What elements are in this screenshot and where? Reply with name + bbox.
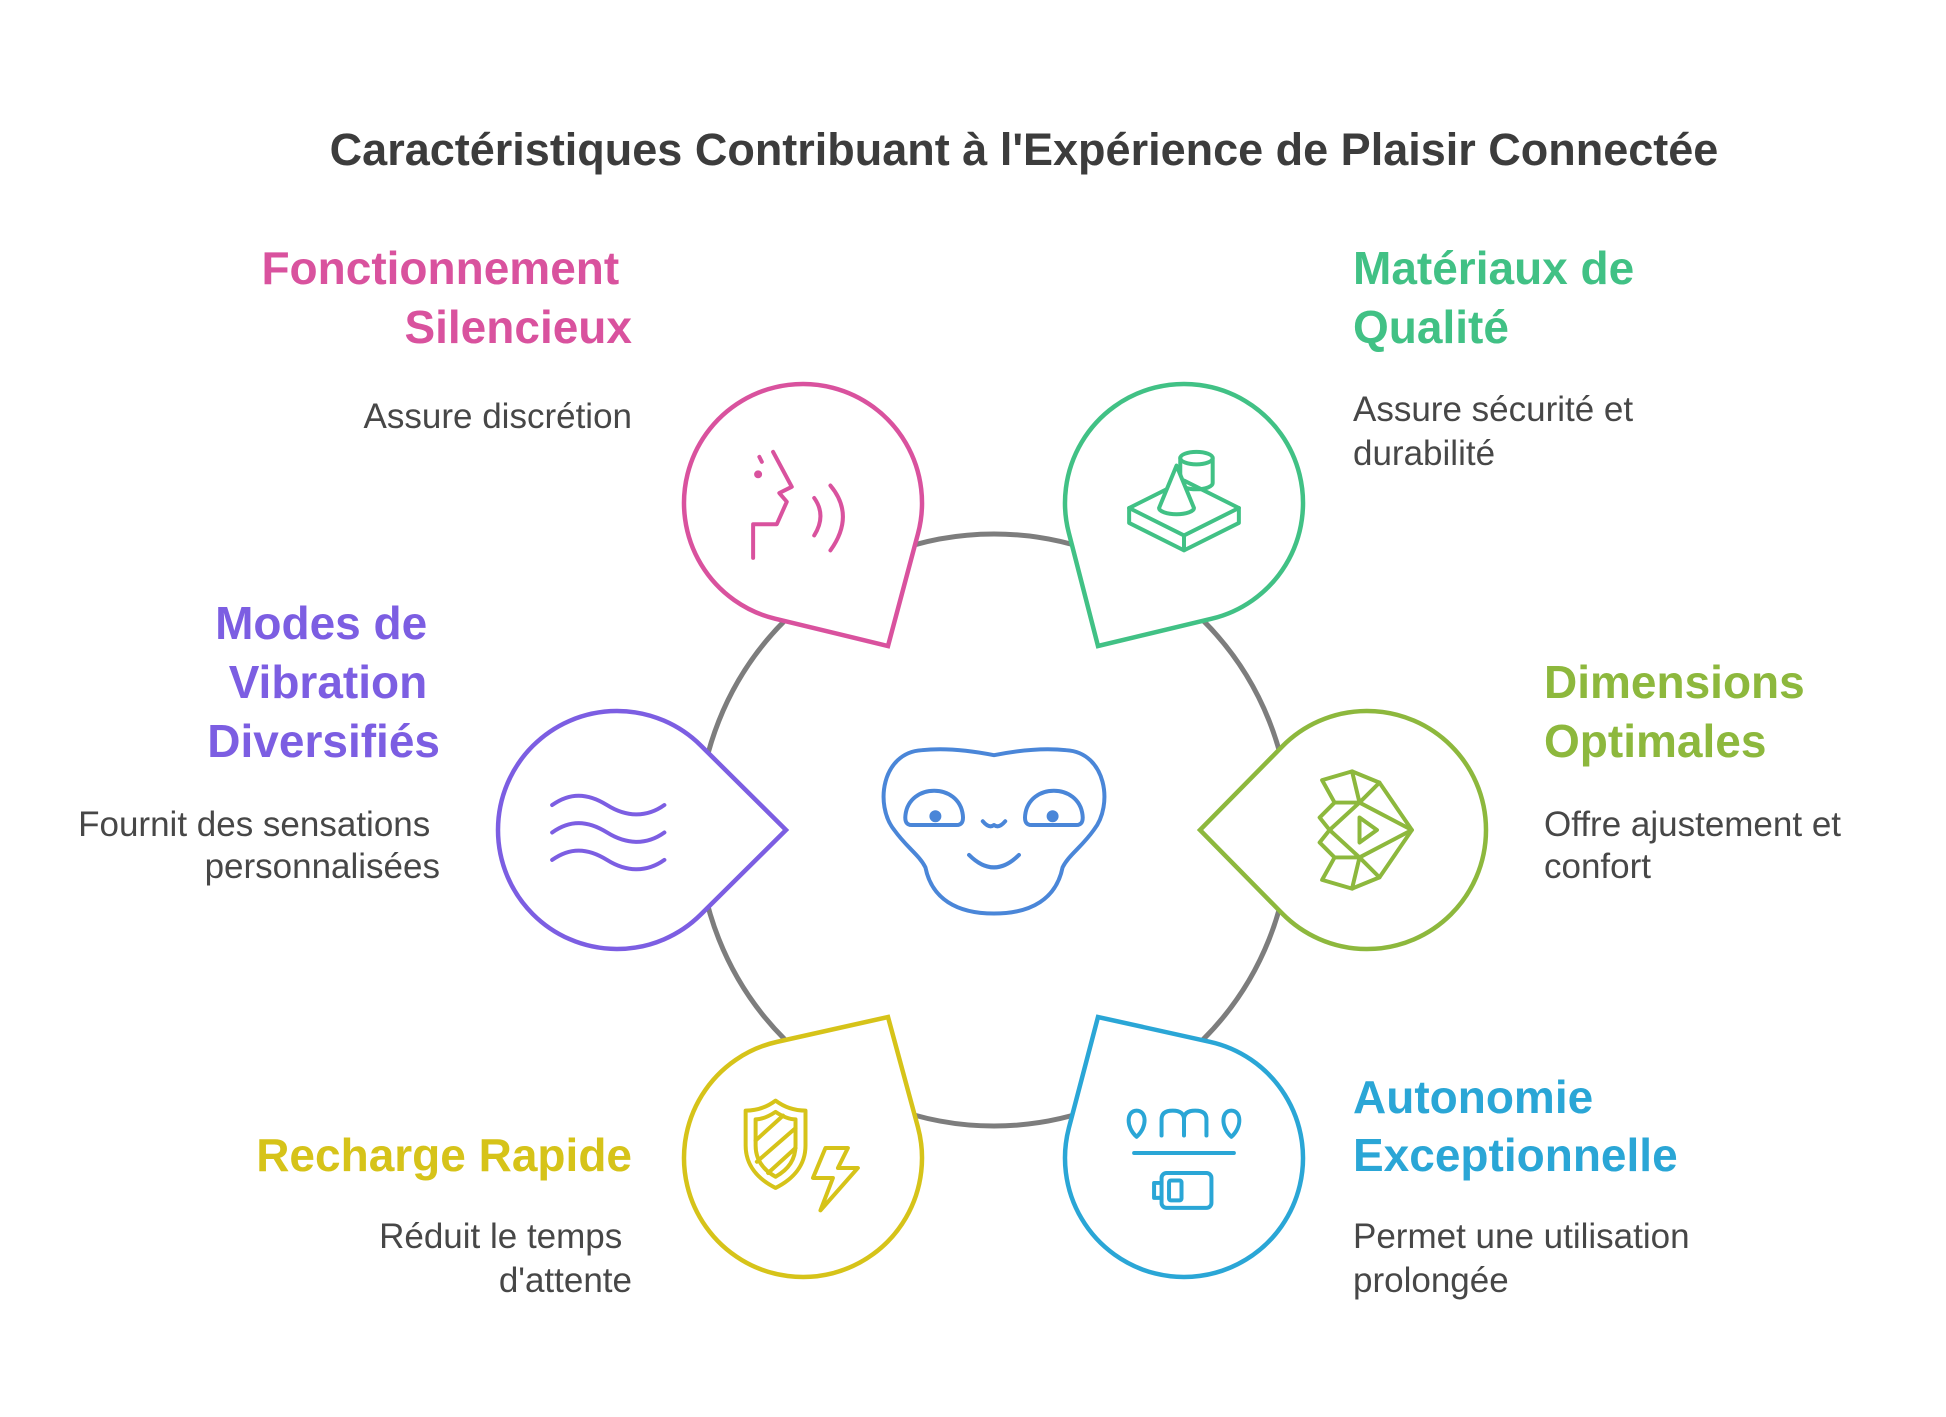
feature-title-line: Vibration xyxy=(229,656,428,708)
feature-description-exceptional-autonomy: Permet une utilisation prolongée xyxy=(1353,1217,1699,1300)
feature-description-optimal-dimensions: Offre ajustement et confort xyxy=(1544,805,1851,886)
eye-mark xyxy=(757,454,764,464)
feature-title-optimal-dimensions: Dimensions Optimales xyxy=(1544,656,1818,767)
battery-body xyxy=(1159,1170,1214,1210)
pin-exceptional-autonomy xyxy=(1062,1014,1306,1280)
left-pupil xyxy=(929,810,942,823)
middle-curve xyxy=(1159,1108,1209,1138)
feature-description-quality-materials: Assure sécurité et durabilité xyxy=(1353,390,1643,473)
feature-description-line: personnalisées xyxy=(205,847,440,886)
feature-title-silent-operation: Fonctionnement Silencieux xyxy=(261,242,632,353)
feature-description-line: Offre ajustement et xyxy=(1544,805,1841,844)
nose xyxy=(980,819,1008,829)
feature-description-line: Réduit le temps xyxy=(379,1217,622,1256)
monkey-face-icon xyxy=(881,747,1107,916)
feature-title-vibration-modes: Modes de Vibration Diversifiés xyxy=(207,597,440,767)
feature-title-line: Diversifiés xyxy=(207,715,440,767)
faceted-shape-icon xyxy=(1317,769,1414,891)
shield-outer xyxy=(743,1098,808,1190)
waves-icon xyxy=(550,793,667,872)
feature-description-line: durabilité xyxy=(1353,434,1495,473)
feature-description-line: Permet une utilisation xyxy=(1353,1217,1690,1256)
eye-dot xyxy=(754,470,763,479)
lightning-bolt xyxy=(810,1146,860,1213)
feature-title-line: Recharge Rapide xyxy=(256,1129,632,1181)
right-pupil xyxy=(1046,810,1059,823)
slab-sides xyxy=(1127,505,1241,553)
feature-title-exceptional-autonomy: Autonomie Exceptionnelle xyxy=(1353,1071,1678,1181)
smile xyxy=(967,852,1021,870)
sound-wave-large xyxy=(828,483,845,553)
feature-description-fast-charging: Réduit le temps d'attente xyxy=(379,1217,632,1300)
facet-edges xyxy=(1327,769,1414,891)
feature-title-fast-charging: Recharge Rapide xyxy=(256,1129,632,1181)
feature-description-vibration-modes: Fournit des sensations personnalisées xyxy=(78,805,440,886)
shield-lightning-icon xyxy=(743,1098,860,1213)
wave-bottom xyxy=(550,848,667,872)
shield-inner xyxy=(753,1109,798,1179)
face-outline xyxy=(881,747,1107,916)
right-eye xyxy=(1023,788,1085,828)
right-drop xyxy=(1221,1108,1242,1139)
feature-description-line: confort xyxy=(1544,847,1651,886)
feature-description-line: prolongée xyxy=(1353,1261,1509,1300)
pin-optimal-dimensions xyxy=(1196,708,1489,952)
feature-title-line: Exceptionnelle xyxy=(1353,1129,1678,1181)
left-drop xyxy=(1126,1108,1147,1139)
wave-top xyxy=(550,793,667,817)
feature-title-line: Optimales xyxy=(1544,715,1766,767)
feature-description-line: Fournit des sensations xyxy=(78,805,430,844)
pin-vibration-modes xyxy=(495,708,790,952)
feature-title-line: Autonomie xyxy=(1353,1071,1593,1123)
feature-title-line: Dimensions xyxy=(1544,656,1805,708)
shield-stripes xyxy=(753,1113,798,1175)
battery-duration-icon xyxy=(1126,1108,1242,1210)
feature-title-line: Modes de xyxy=(215,597,427,649)
feature-title-quality-materials: Matériaux de Qualité xyxy=(1353,242,1647,353)
feature-description-line: Assure sécurité et xyxy=(1353,390,1633,429)
feature-title-line: Qualité xyxy=(1353,301,1509,353)
battery-charge xyxy=(1167,1178,1184,1203)
sound-wave-small xyxy=(812,496,823,538)
feature-description-silent-operation: Assure discrétion xyxy=(364,397,632,436)
wave-middle xyxy=(550,821,667,844)
pin-fast-charging xyxy=(681,1014,925,1280)
materials-block-icon xyxy=(1127,449,1241,553)
profile-line xyxy=(751,449,794,560)
pin-silent-operation xyxy=(681,381,925,649)
feature-title-line: Silencieux xyxy=(404,301,632,353)
left-eye xyxy=(903,788,965,828)
speaking-profile-icon xyxy=(751,449,845,560)
feature-title-line: Matériaux de xyxy=(1353,242,1634,294)
feature-title-line: Fonctionnement xyxy=(261,242,619,294)
feature-description-line: Assure discrétion xyxy=(364,397,632,436)
cone-shape xyxy=(1157,463,1196,517)
page-title: Caractéristiques Contribuant à l'Expérie… xyxy=(330,124,1719,175)
battery-terminal xyxy=(1152,1180,1164,1200)
feature-description-line: d'attente xyxy=(499,1261,632,1300)
